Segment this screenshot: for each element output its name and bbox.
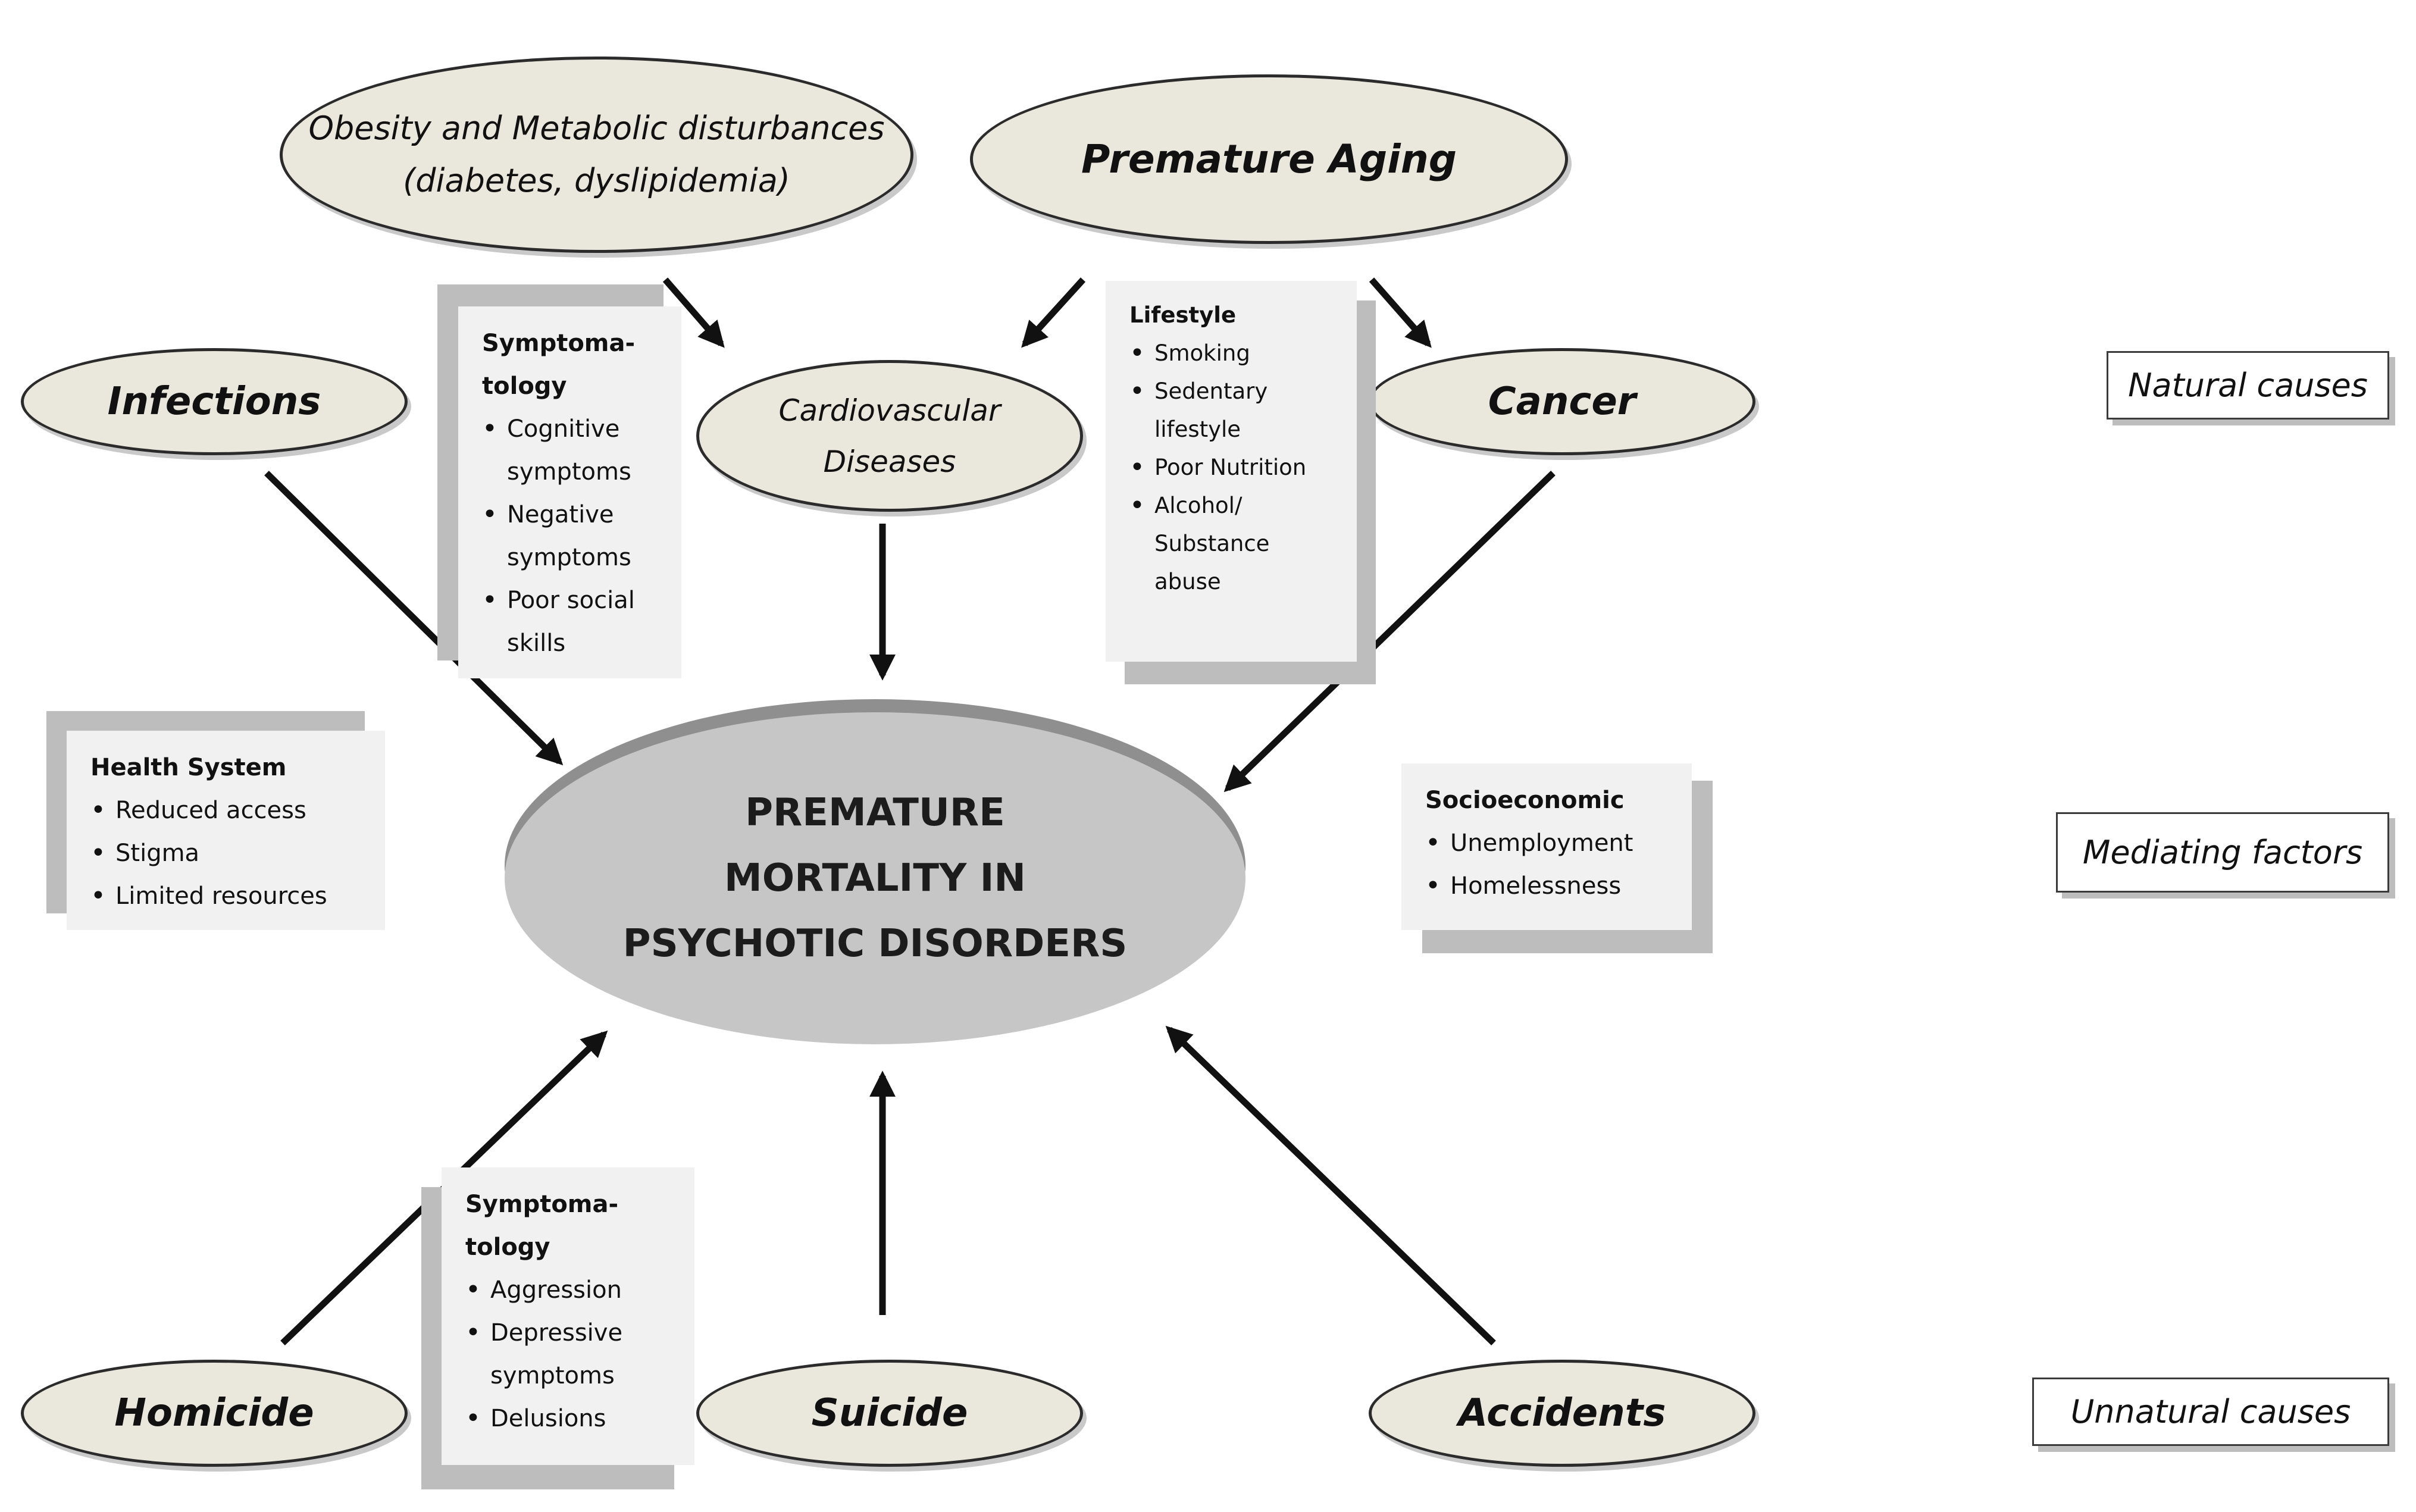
list-item: Cognitive symptoms	[482, 408, 664, 493]
premature-aging-label: Premature Aging	[1081, 136, 1457, 182]
symptomatology-bottom-box: Symptoma- tology Aggression Depressive s…	[442, 1167, 694, 1465]
arrow-aging-to-cardiovascular	[1021, 277, 1086, 348]
cardiovascular-oval: Cardiovascular Diseases	[696, 360, 1083, 512]
symptomatology-top-list: Cognitive symptoms Negative symptoms Poo…	[482, 408, 664, 665]
homicide-oval: Homicide	[21, 1360, 408, 1467]
health-system-heading: Health System	[90, 754, 287, 781]
mediating-factors-label: Mediating factors	[2056, 812, 2389, 893]
cancer-oval: Cancer	[1369, 348, 1755, 455]
accidents-oval: Accidents	[1369, 1360, 1755, 1467]
arrow-aging-to-cancer	[1369, 277, 1432, 348]
list-item: Alcohol/ Substance abuse	[1129, 487, 1339, 601]
lifestyle-box: Lifestyle Smoking Sedentary lifestyle Po…	[1106, 281, 1357, 662]
list-item: Homelessness	[1425, 865, 1674, 907]
cancer-label: Cancer	[1488, 380, 1636, 424]
list-item: Depressive symptoms	[465, 1311, 677, 1397]
unnatural-causes-label: Unnatural causes	[2032, 1378, 2389, 1446]
lifestyle-list: Smoking Sedentary lifestyle Poor Nutriti…	[1129, 334, 1339, 601]
list-item: Limited resources	[90, 875, 367, 918]
list-item: Unemployment	[1425, 822, 1674, 865]
list-item: Poor Nutrition	[1129, 449, 1339, 487]
infections-label: Infections	[107, 380, 321, 424]
health-system-list: Reduced access Stigma Limited resources	[90, 789, 367, 918]
list-item: Reduced access	[90, 789, 367, 832]
obesity-metabolic-label: Obesity and Metabolic disturbances (diab…	[308, 109, 885, 199]
list-item: Smoking	[1129, 334, 1339, 372]
socioeconomic-heading: Socioeconomic	[1425, 787, 1625, 814]
socioeconomic-box: Socioeconomic Unemployment Homelessness	[1401, 763, 1692, 930]
socioeconomic-list: Unemployment Homelessness	[1425, 822, 1674, 907]
cardiovascular-label: Cardiovascular Diseases	[778, 393, 1001, 479]
premature-aging-oval: Premature Aging	[970, 74, 1568, 244]
obesity-metabolic-oval: Obesity and Metabolic disturbances (diab…	[280, 57, 913, 253]
symptomatology-bottom-heading: Symptoma- tology	[465, 1191, 619, 1261]
suicide-oval: Suicide	[696, 1360, 1083, 1467]
lifestyle-heading: Lifestyle	[1129, 302, 1237, 328]
center-title: PREMATURE MORTALITY IN PSYCHOTIC DISORDE…	[622, 791, 1128, 966]
symptomatology-top-box: Symptoma- tology Cognitive symptoms Nega…	[458, 306, 681, 678]
health-system-box: Health System Reduced access Stigma Limi…	[67, 731, 385, 930]
homicide-label: Homicide	[114, 1391, 314, 1435]
symptomatology-top-heading: Symptoma- tology	[482, 330, 636, 400]
infections-oval: Infections	[21, 348, 408, 455]
symptomatology-bottom-list: Aggression Depressive symptoms Delusions	[465, 1269, 677, 1440]
accidents-label: Accidents	[1458, 1391, 1666, 1435]
center-ellipse: PREMATURE MORTALITY IN PSYCHOTIC DISORDE…	[505, 712, 1245, 1044]
premature-mortality-center: PREMATURE MORTALITY IN PSYCHOTIC DISORDE…	[505, 699, 1245, 1044]
list-item: Negative symptoms	[482, 493, 664, 579]
list-item: Poor social skills	[482, 579, 664, 665]
list-item: Delusions	[465, 1397, 677, 1440]
natural-causes-label: Natural causes	[2107, 351, 2389, 420]
list-item: Stigma	[90, 832, 367, 875]
list-item: Sedentary lifestyle	[1129, 372, 1339, 449]
list-item: Aggression	[465, 1269, 677, 1311]
arrow-accidents-to-center	[1165, 1025, 1496, 1345]
suicide-label: Suicide	[811, 1391, 968, 1435]
